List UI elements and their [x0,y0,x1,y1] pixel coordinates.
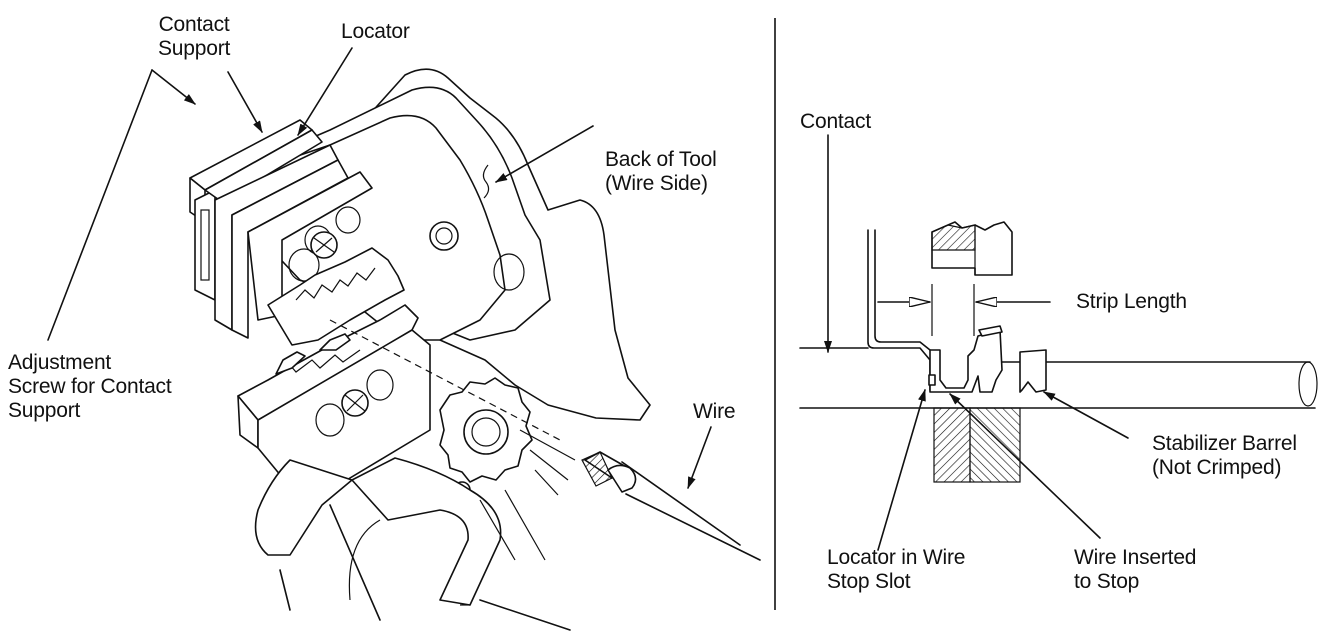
label-contact: Contact [800,110,871,133]
label-strip-length: Strip Length [1076,290,1187,313]
crimp-tool-drawing [189,68,761,631]
label-wire: Wire [693,400,736,423]
label-back-of-tool: Back of Tool (Wire Side) [605,148,717,195]
label-adjustment-screw: Adjustment Screw for Contact Support [8,351,172,422]
label-locator-in-wire-stop-slot: Locator in Wire Stop Slot [827,546,966,593]
label-locator: Locator [341,20,410,43]
left-leaders [47,47,712,489]
label-contact-support: Contact Support [158,13,231,60]
right-leaders [824,134,1129,551]
label-stabilizer-barrel: Stabilizer Barrel (Not Crimped) [1152,432,1297,479]
label-wire-inserted-to-stop: Wire Inserted to Stop [1074,546,1197,593]
contact-detail-drawing [799,221,1318,483]
